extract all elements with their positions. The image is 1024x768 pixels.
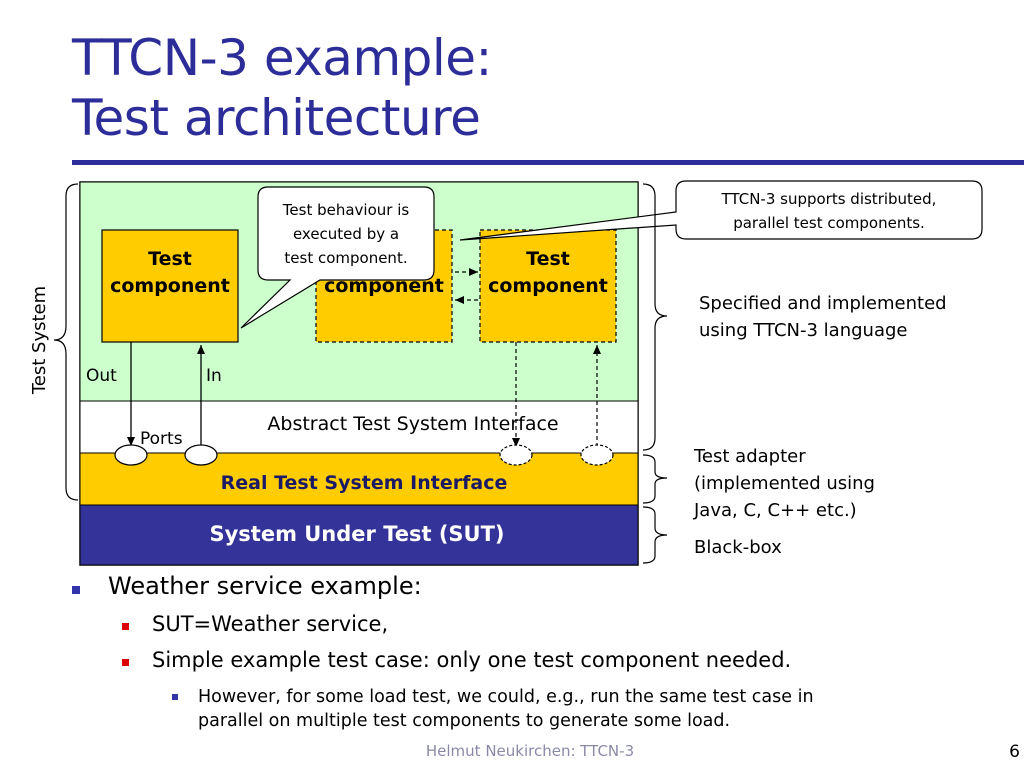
test-system-brace xyxy=(53,183,79,501)
bullet-level2b: Simple example test case: only one test … xyxy=(122,648,791,672)
in-label: In xyxy=(206,366,222,386)
bullet-square-icon xyxy=(172,694,178,700)
bullet-level1-text: Weather service example: xyxy=(108,572,422,600)
atsi-label: Abstract Test System Interface xyxy=(267,413,558,435)
bullet-square-icon xyxy=(122,659,129,666)
bullet-square-icon xyxy=(72,586,80,594)
title-line-2: Test architecture xyxy=(72,89,481,147)
callout-distributed-line2: parallel test components. xyxy=(733,214,925,232)
bullet-level2b-text: Simple example test case: only one test … xyxy=(152,648,792,672)
port-dashed-1 xyxy=(499,444,533,466)
ports-label: Ports xyxy=(140,429,183,449)
rtsi-band xyxy=(79,452,639,506)
note-adapter-line2: (implemented using xyxy=(694,473,875,494)
note-adapter-line3: Java, C, C++ etc.) xyxy=(693,500,857,521)
note-specified-line2: using TTCN-3 language xyxy=(699,320,907,341)
footer-author: Helmut Neukirchen: TTCN-3 xyxy=(425,742,635,760)
callout-behaviour xyxy=(240,186,435,329)
port-dashed-2 xyxy=(580,444,614,466)
sut-band xyxy=(79,504,639,566)
callout-behaviour-line3: test component. xyxy=(284,249,407,267)
test-component-3-line2: component xyxy=(488,275,608,297)
bullet-level1: Weather service example: xyxy=(72,572,422,600)
bullet-square-icon xyxy=(122,623,129,630)
ttcn3-brace xyxy=(642,183,668,451)
callout-distributed xyxy=(459,180,983,241)
callout-behaviour-line2: executed by a xyxy=(293,225,399,243)
note-blackbox: Black-box xyxy=(694,537,782,558)
page-number: 6 xyxy=(1009,742,1020,762)
callout-distributed-line1: TTCN-3 supports distributed, xyxy=(721,190,937,208)
adapter-brace xyxy=(642,454,668,504)
out-label: Out xyxy=(86,366,117,386)
port-out xyxy=(114,444,148,466)
sut-brace xyxy=(642,506,668,564)
test-system-label: Test System xyxy=(29,286,50,395)
atsi-band xyxy=(79,400,639,454)
test-component-1-line1: Test xyxy=(148,248,192,270)
test-component-3-line1: Test xyxy=(526,248,570,270)
sut-label: System Under Test (SUT) xyxy=(209,522,504,546)
test-component-3 xyxy=(479,229,617,343)
bullet-level2a-text: SUT=Weather service, xyxy=(152,612,389,636)
note-specified-line1: Specified and implemented xyxy=(699,293,947,314)
bullet-level3: However, for some load test, we could, e… xyxy=(172,685,932,733)
bullet-level3-line1: However, for some load test, we could, e… xyxy=(198,687,814,707)
rtsi-label: Real Test System Interface xyxy=(221,472,508,494)
bullet-level3-line2: parallel on multiple test components to … xyxy=(198,711,731,731)
callout-behaviour-line1: Test behaviour is xyxy=(282,201,410,219)
bullet-level2a: SUT=Weather service, xyxy=(122,612,388,636)
test-component-1 xyxy=(101,229,239,343)
title-underline xyxy=(72,160,1024,165)
note-adapter-line1: Test adapter xyxy=(693,446,806,467)
title-line-1: TTCN-3 example: xyxy=(72,29,492,87)
port-in xyxy=(184,444,218,466)
slide-title: TTCN-3 example: Test architecture xyxy=(72,28,772,148)
test-component-1-line2: component xyxy=(110,275,230,297)
